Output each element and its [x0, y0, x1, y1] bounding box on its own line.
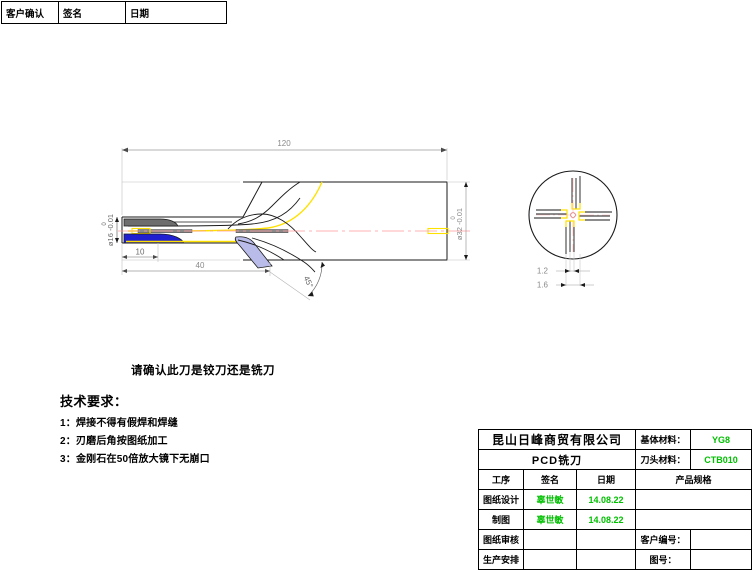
dimension-body-diameter: ø32 -0.01 0	[451, 182, 468, 260]
requirement-line-2: 2：刃磨后角按图纸加工	[60, 436, 168, 447]
requirement-line-3: 3：金刚石在50倍放大镜下无崩口	[60, 454, 210, 465]
row-operation-production: 生产安排	[478, 549, 524, 570]
product-spec-label: 产品规格	[635, 469, 752, 490]
dimension-label-10: 10	[136, 248, 145, 257]
column-header-signature: 签名	[523, 469, 577, 490]
row-date-review	[576, 529, 636, 550]
table-row: 图纸设计 辜世敏 14.08.22	[478, 489, 752, 510]
row-date-drafting: 14.08.22	[576, 509, 636, 530]
dimension-overall-length: 120	[122, 139, 447, 153]
row-signature-drafting: 辜世敏	[523, 509, 577, 530]
row-date-production	[576, 549, 636, 570]
title-block: 昆山日峰商贸有限公司 基体材料： YG8 PCD铣刀 刀头材料： CTB010 …	[478, 429, 752, 570]
approval-cell-confirm: 客户确认	[1, 1, 59, 24]
notes-block: 请确认此刀是铰刀还是铣刀 技术要求： 1：焊接不得有假焊和焊缝 2：刃磨后角按图…	[58, 362, 398, 468]
pcd-insert-angled	[234, 236, 273, 269]
requirement-line-1: 1：焊接不得有假焊和焊缝	[60, 418, 178, 429]
extension-lines	[121, 148, 470, 276]
dimension-label-dia32: ø32 -0.01	[455, 208, 464, 240]
title-block-row-product: PCD铣刀 刀头材料： CTB010	[478, 449, 752, 470]
company-name: 昆山日峰商贸有限公司	[478, 429, 636, 450]
row-date-design: 14.08.22	[576, 489, 636, 510]
customer-no-value	[690, 529, 752, 550]
customer-approval-table: 客户确认 签名 日期	[1, 1, 227, 24]
drawing-no-value	[690, 549, 752, 570]
dimension-slot-1-2: 1.2	[537, 267, 590, 276]
column-header-date: 日期	[576, 469, 636, 490]
drawing-no-label: 图号：	[635, 549, 691, 570]
row-signature-design: 辜世敏	[523, 489, 577, 510]
dimension-flute-land: 10	[122, 248, 158, 259]
title-block-row-headers: 工序 签名 日期 产品规格	[478, 469, 752, 490]
table-row: 生产安排 图号：	[478, 549, 752, 570]
flute-gullet-curve	[227, 213, 317, 253]
requirements-title: 技术要求：	[60, 394, 128, 409]
dimension-label-dia32-tol: 0	[451, 216, 457, 220]
table-row: 制图 辜世敏 14.08.22	[478, 509, 752, 530]
cad-drawing-canvas: 120 10 40 45° ø16 -0.	[102, 139, 618, 301]
product-spec-value-1	[635, 489, 752, 510]
base-material-value: YG8	[690, 429, 752, 450]
dimension-label-40: 40	[196, 261, 205, 270]
flute-curve-lower-2	[251, 237, 316, 273]
row-operation-drafting: 制图	[478, 509, 524, 530]
approval-cell-date: 日期	[125, 1, 227, 24]
base-material-label: 基体材料：	[635, 429, 691, 450]
flute-curve-lower	[237, 239, 285, 261]
dimension-label-45deg: 45°	[302, 275, 315, 290]
main-side-view	[118, 148, 470, 276]
row-signature-review	[523, 529, 577, 550]
row-operation-design: 图纸设计	[478, 489, 524, 510]
column-header-operation: 工序	[478, 469, 524, 490]
end-view-outer-circle	[528, 170, 618, 260]
dimension-label-dia16: ø16 -0.01	[106, 214, 115, 246]
dimension-chamfer-angle: 45°	[269, 261, 325, 301]
tip-material-label: 刀头材料：	[635, 449, 691, 470]
table-row: 图纸审核 客户编号：	[478, 529, 752, 550]
end-view: 1.2 1.6	[528, 170, 618, 290]
end-view-flute-highlights	[561, 203, 585, 227]
flute-curve-upper-2	[237, 181, 301, 225]
product-name: PCD铣刀	[478, 449, 636, 470]
tool-body-outline	[243, 181, 448, 261]
dimension-shank-diameter: ø16 -0.01 0	[102, 214, 119, 246]
product-spec-value-2	[635, 509, 752, 530]
dimension-label-1-6: 1.6	[537, 281, 549, 290]
row-signature-production	[523, 549, 577, 570]
row-operation-review: 图纸审核	[478, 529, 524, 550]
approval-cell-signature: 签名	[58, 1, 126, 24]
confirmation-note: 请确认此刀是铰刀还是铣刀	[131, 365, 275, 377]
title-block-row-company: 昆山日峰商贸有限公司 基体材料： YG8	[478, 429, 752, 450]
shank-slot-top	[123, 218, 179, 227]
table-row: 客户确认 签名 日期	[1, 1, 227, 24]
dimension-label-120: 120	[277, 139, 291, 148]
dimension-flute-length: 40	[122, 261, 270, 273]
dimension-label-1-2: 1.2	[537, 267, 549, 276]
pcd-insert-blue	[123, 233, 185, 244]
transition-cone-upper	[242, 181, 263, 218]
dimension-slot-1-6: 1.6	[537, 281, 594, 290]
dimension-label-dia16-tol: 0	[102, 222, 108, 226]
tip-material-value: CTB010	[690, 449, 752, 470]
customer-no-label: 客户编号：	[635, 529, 691, 550]
